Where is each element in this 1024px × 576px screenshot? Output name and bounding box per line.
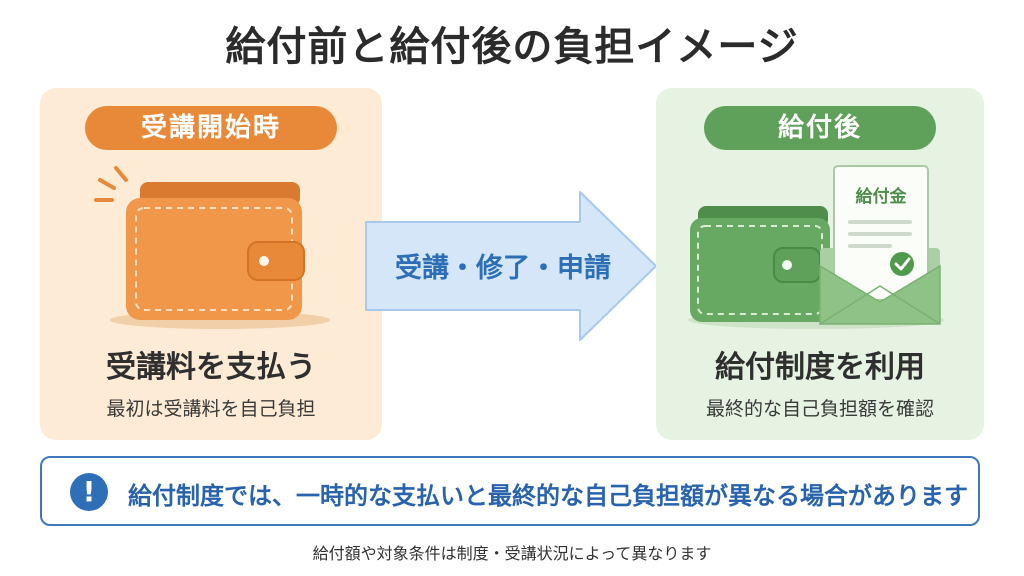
after-panel: 給付後 給付金 給付制度を利用 最終的な自己負担額	[656, 88, 984, 440]
footnote: 給付額や対象条件は制度・受講状況によって異なります	[312, 544, 712, 563]
after-subtext: 最終的な自己負担額を確認	[705, 398, 934, 420]
document-label: 給付金	[856, 186, 908, 207]
exclamation-icon: !	[70, 473, 108, 511]
page-title: 給付前と給付後の負担イメージ	[225, 24, 799, 70]
before-badge: 受講開始時	[85, 106, 337, 150]
check-circle-icon	[890, 252, 914, 276]
before-panel: 受講開始時 受講料を支払う 最初は受講料を自己負担	[40, 88, 382, 440]
right-arrow-icon	[365, 191, 657, 341]
after-illustration: 給付金	[688, 165, 944, 329]
orange-wallet-icon	[94, 166, 330, 329]
sparkle-line	[98, 178, 116, 190]
after-heading: 給付制度を利用	[715, 350, 925, 385]
notice-box: ! 給付制度では、一時的な支払いと最終的な自己負担額が異なる場合があります	[40, 456, 980, 526]
green-wallet-icon	[690, 206, 830, 322]
before-heading: 受講料を支払う	[106, 350, 316, 385]
sparkle-line	[114, 166, 128, 182]
flow-label: 受講・修了・申請	[395, 253, 611, 284]
before-subtext: 最初は受講料を自己負担	[106, 398, 316, 420]
benefit-document-icon: 給付金	[833, 165, 929, 301]
notice-text: 給付制度では、一時的な支払いと最終的な自己負担額が異なる場合があります	[128, 482, 968, 510]
after-badge: 給付後	[704, 106, 936, 150]
